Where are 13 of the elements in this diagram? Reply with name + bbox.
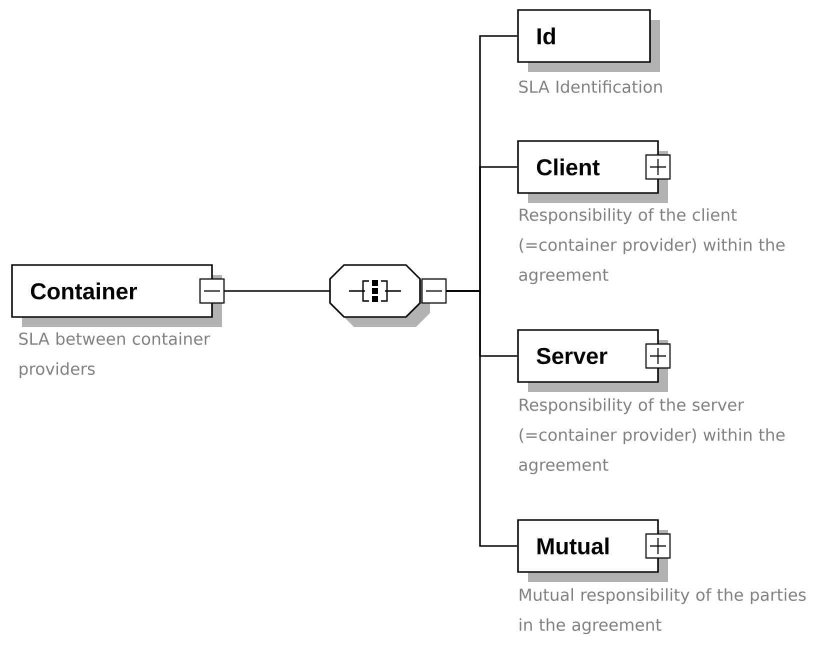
element-box: Mutual: [517, 519, 671, 582]
connector-line: [446, 290, 518, 547]
element-box: Container: [11, 264, 225, 327]
description-text: SLA Identification: [519, 80, 662, 93]
description-text: Responsibility of the client (=container provider) within the agreement: [519, 208, 785, 284]
connector-line: [224, 290, 330, 292]
element-box: Client: [517, 140, 671, 203]
description-text: SLA between container providers: [19, 332, 210, 378]
description-text: Responsibility of the server (=container provider) within the agreement: [519, 398, 785, 474]
description-text: Mutual responsibility of the parties in the agreement: [520, 588, 806, 634]
compositor-octagon: [329, 264, 447, 327]
element-box: Server: [517, 329, 671, 392]
element-box: Id: [517, 9, 660, 72]
